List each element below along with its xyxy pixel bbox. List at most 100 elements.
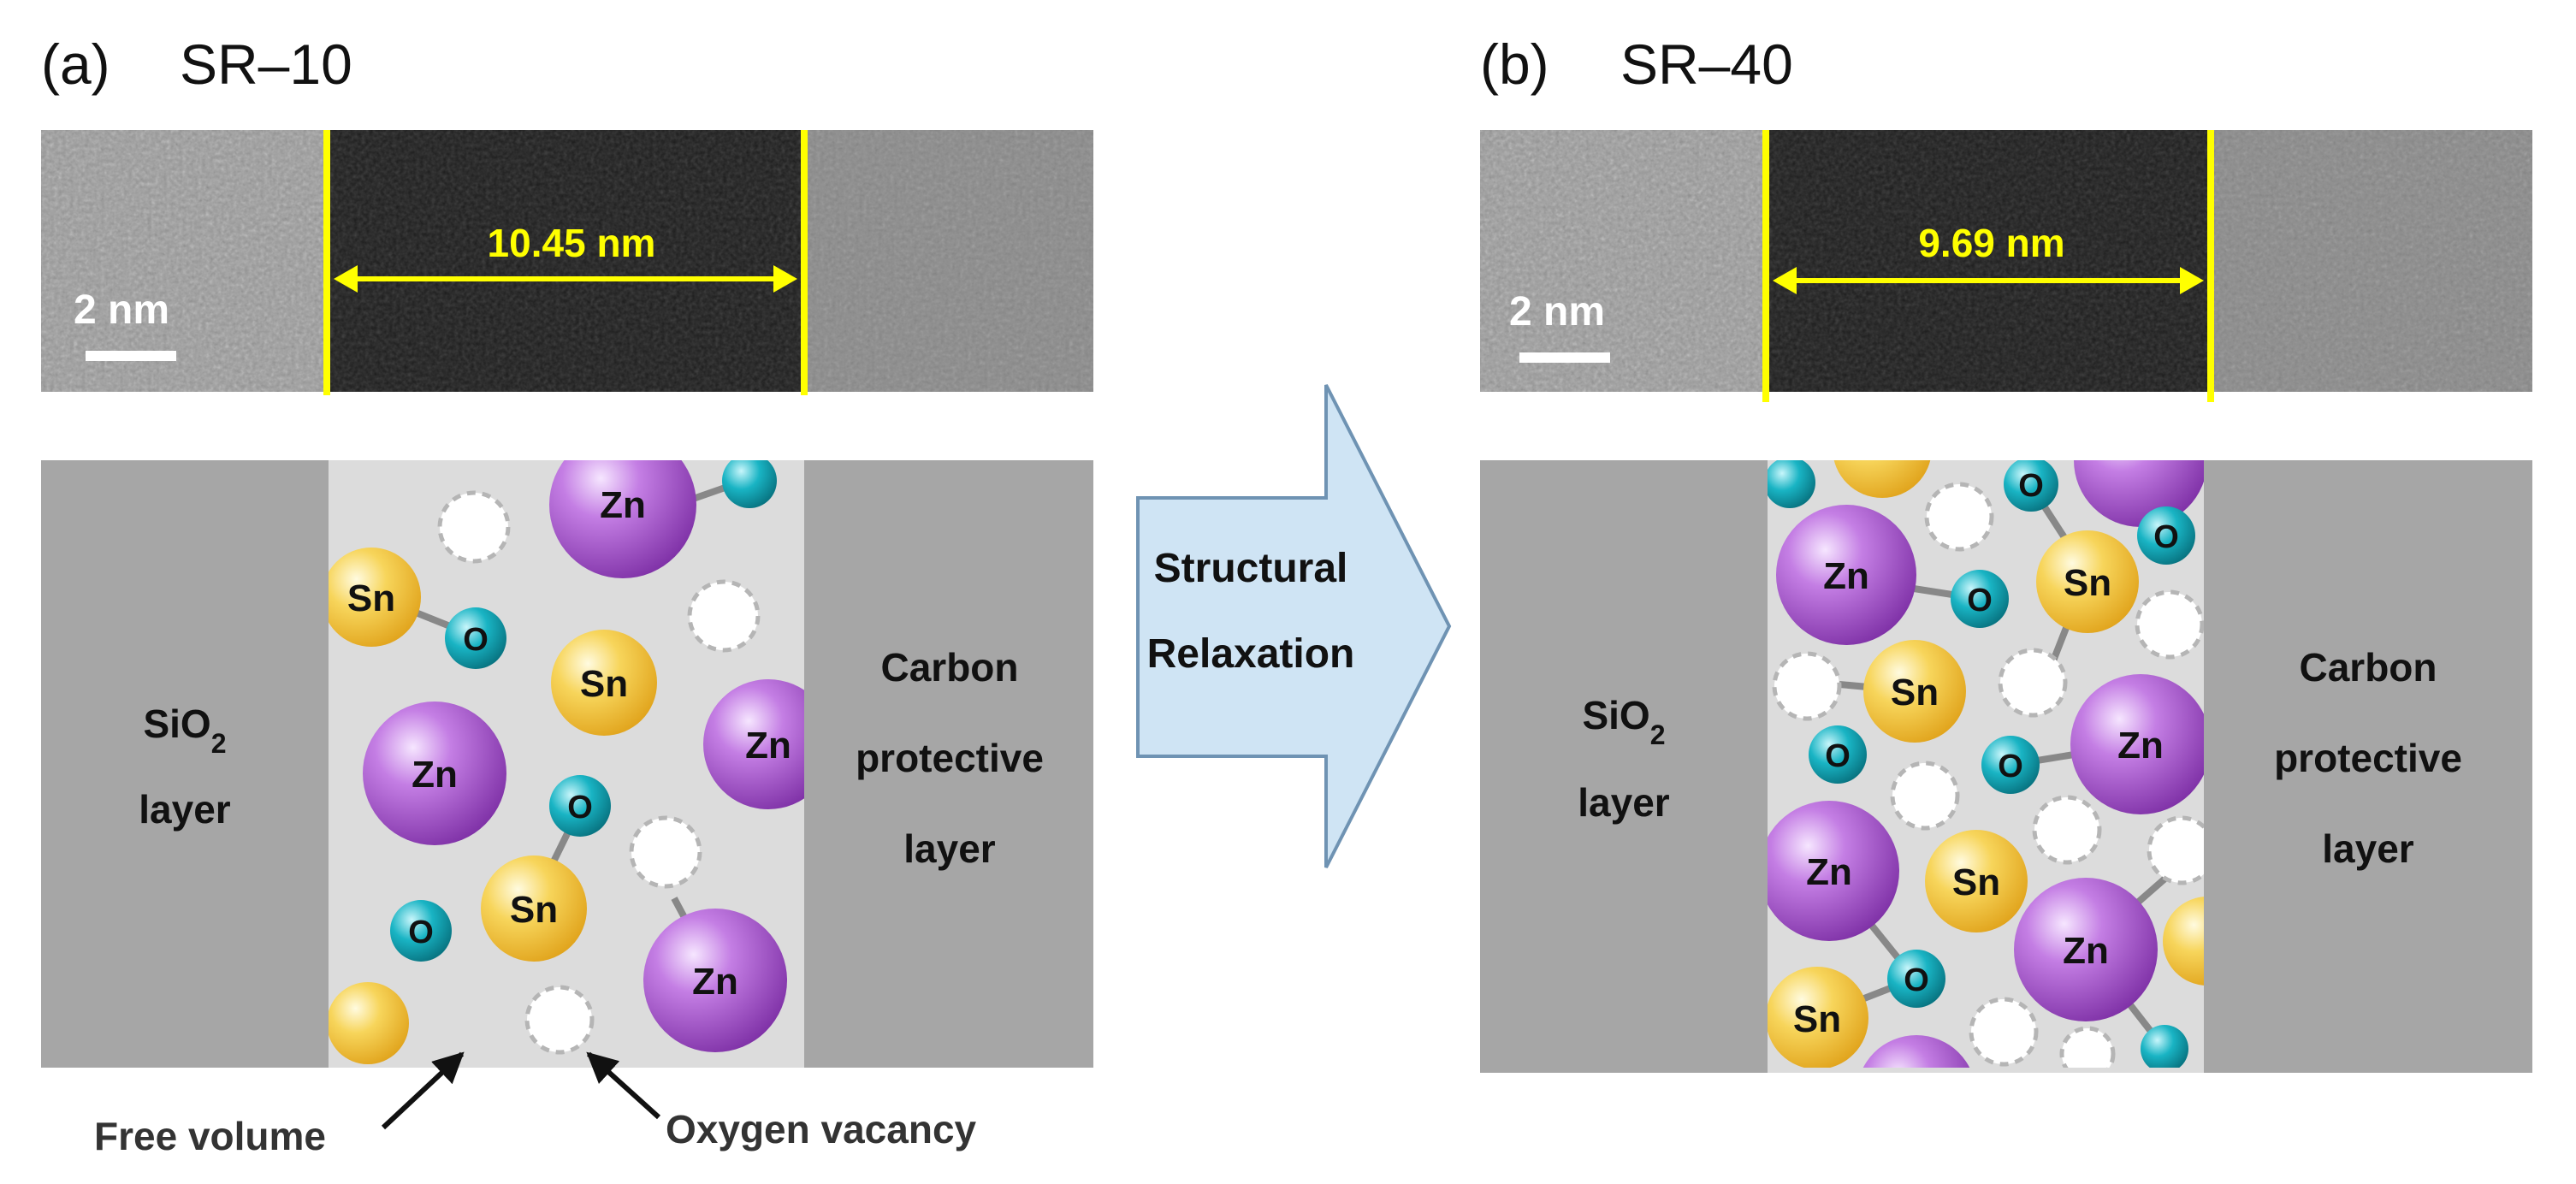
process-label-line2: Relaxation bbox=[1147, 631, 1355, 677]
zn-label: Zn bbox=[2117, 725, 2164, 767]
zn-atom bbox=[1862, 1035, 1970, 1068]
o-atom bbox=[2004, 460, 2058, 512]
sio2-label-b: SiO2 bbox=[1582, 693, 1665, 750]
thickness-label-b: 9.69 nm bbox=[1918, 221, 2064, 265]
carbon-layer-a bbox=[804, 460, 1093, 1068]
zn-label: Zn bbox=[745, 725, 791, 767]
sio2-layer-b bbox=[1480, 460, 1768, 1073]
o-atom bbox=[390, 900, 452, 962]
thickness-arrow-b bbox=[1773, 267, 2204, 294]
zn-atom bbox=[549, 460, 696, 578]
zn-label: Zn bbox=[1806, 851, 1852, 893]
tem-image-b: 9.69 nm 2 nm bbox=[1480, 130, 2532, 402]
o-label: O bbox=[1967, 583, 1993, 619]
sn-atom bbox=[1863, 640, 1966, 743]
sn-atom bbox=[1833, 460, 1931, 498]
oxygen-vacancy-label: Oxygen vacancy bbox=[666, 1107, 977, 1151]
o-label: O bbox=[408, 915, 434, 950]
panel-b-sample-name: SR–40 bbox=[1620, 33, 1793, 96]
free-volume-label: Free volume bbox=[94, 1114, 326, 1158]
oxygen-vacancies-b bbox=[1772, 482, 2204, 1068]
zn-label: Zn bbox=[600, 484, 646, 526]
sn-label: Sn bbox=[347, 577, 395, 619]
sn-atom bbox=[551, 630, 657, 736]
o-atom bbox=[2141, 1025, 2188, 1068]
process-label-line1: Structural bbox=[1154, 546, 1348, 591]
carbon-label-line1-a: Carbon bbox=[881, 645, 1019, 690]
scale-bar-b bbox=[1519, 352, 1610, 363]
oxygen-vacancies-a bbox=[437, 490, 761, 1055]
tem-image-a: 10.45 nm 2 nm bbox=[41, 130, 1093, 395]
carbon-label-line1-b: Carbon bbox=[2300, 645, 2437, 690]
sio2-label-line2-b: layer bbox=[1578, 780, 1670, 825]
free-volume-arrow bbox=[381, 1051, 465, 1130]
panel-a-tag: (a) bbox=[41, 33, 110, 96]
scale-bar-label-b: 2 nm bbox=[1509, 289, 1605, 334]
carbon-label-line2-a: protective bbox=[856, 736, 1044, 780]
zn-atom bbox=[703, 679, 804, 809]
zn-atom bbox=[1776, 505, 1916, 645]
zn-atom bbox=[2074, 460, 2204, 527]
sn-label: Sn bbox=[510, 889, 558, 931]
o-atom bbox=[1981, 736, 2040, 794]
o-label: O bbox=[1904, 962, 1929, 998]
o-label: O bbox=[567, 790, 593, 826]
sn-atom bbox=[329, 982, 409, 1064]
sn-label: Sn bbox=[580, 663, 628, 705]
zn-label: Zn bbox=[1823, 555, 1869, 597]
o-atom bbox=[1768, 460, 1815, 508]
o-label: O bbox=[2018, 468, 2044, 504]
zn-label: Zn bbox=[692, 961, 738, 1003]
thickness-arrow-a bbox=[334, 265, 797, 293]
o-atom bbox=[1951, 570, 2009, 628]
zn-atom bbox=[363, 702, 506, 845]
zn-atom bbox=[2070, 674, 2204, 814]
sn-label: Sn bbox=[1891, 672, 1939, 713]
zn-atom bbox=[2014, 878, 2158, 1021]
sn-atom bbox=[1768, 967, 1868, 1068]
sn-atom bbox=[2036, 530, 2139, 633]
sn-atom bbox=[481, 855, 587, 962]
sn-atom bbox=[1925, 830, 2028, 932]
carbon-label-line3-a: layer bbox=[903, 826, 996, 871]
structural-relaxation-arrow: Structural Relaxation bbox=[1136, 384, 1452, 868]
panel-b: (b) SR–40 9.69 nm 2 nm SiO2 bbox=[1480, 33, 2532, 1073]
o-atom bbox=[1809, 725, 1867, 784]
o-label: O bbox=[463, 622, 489, 658]
schematic-b: SiO2 layer Carbon protective layer bbox=[1480, 460, 2532, 1073]
oxygen-vacancy-arrow bbox=[586, 1051, 661, 1120]
sio2-layer-a bbox=[41, 460, 329, 1068]
o-label: O bbox=[2153, 519, 2179, 555]
panel-b-tag: (b) bbox=[1480, 33, 1549, 96]
sio2-label-a: SiO2 bbox=[143, 702, 226, 759]
sn-atom bbox=[2163, 897, 2204, 986]
carbon-label-line2-b: protective bbox=[2274, 736, 2462, 780]
o-atom bbox=[2137, 506, 2195, 565]
sn-label: Sn bbox=[1793, 998, 1841, 1040]
sn-label: Sn bbox=[1952, 861, 2000, 903]
panel-a-sample-name: SR–10 bbox=[180, 33, 352, 96]
o-atom bbox=[549, 775, 611, 837]
atoms-a: Zn Zn Zn Zn Sn Sn Sn O O O bbox=[329, 460, 804, 1064]
zn-label: Zn bbox=[412, 754, 458, 796]
zn-atom bbox=[643, 909, 787, 1052]
zn-label: Zn bbox=[2063, 930, 2109, 972]
thickness-label-a: 10.45 nm bbox=[488, 221, 656, 265]
o-label: O bbox=[1998, 749, 2023, 784]
scale-bar-label-a: 2 nm bbox=[74, 287, 169, 333]
o-atom bbox=[722, 460, 777, 508]
carbon-label-line3-b: layer bbox=[2322, 826, 2414, 871]
o-label: O bbox=[1825, 738, 1851, 774]
sn-atom bbox=[329, 548, 421, 647]
o-atom bbox=[1887, 950, 1945, 1008]
sn-label: Sn bbox=[2064, 562, 2111, 604]
scale-bar-a bbox=[86, 351, 176, 361]
panel-a: (a) SR–10 10.45 nm 2 nm SiO2 bbox=[41, 33, 1093, 1158]
atoms-b: Zn Zn Zn Zn Sn Sn Sn Sn O O O O O O bbox=[1768, 460, 2204, 1068]
sio2-label-line2-a: layer bbox=[139, 787, 231, 832]
o-atom bbox=[445, 607, 506, 669]
zn-atom bbox=[1768, 801, 1899, 941]
schematic-a: SiO2 layer Carbon protective layer bbox=[41, 460, 1093, 1158]
carbon-layer-b bbox=[2204, 460, 2532, 1073]
